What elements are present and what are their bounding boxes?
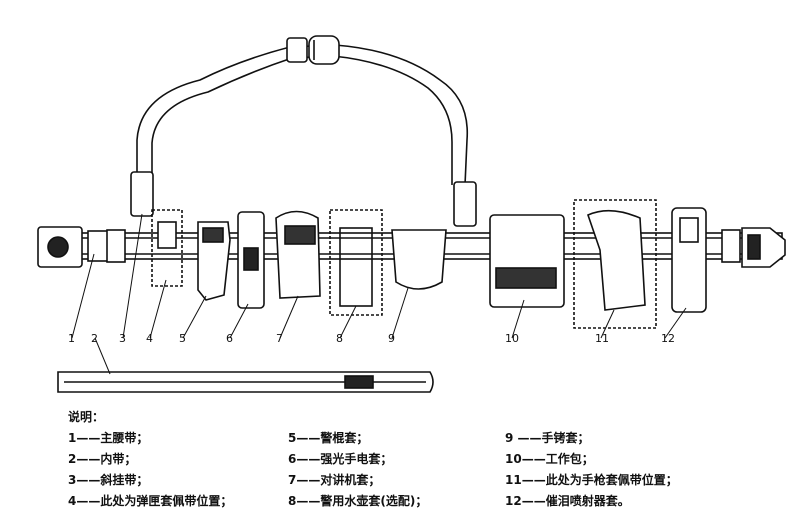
- legend-column-3: 9 ——手铐套； 10——工作包； 11——此处为手枪套佩带位置； 12——催泪…: [505, 428, 678, 512]
- callout-11: 11: [595, 332, 609, 345]
- strap-clip-right: [453, 181, 477, 227]
- radio-holder: [275, 210, 321, 299]
- strap-buckle-right: [308, 35, 340, 65]
- legend-item: 3——斜挂带；: [68, 473, 149, 487]
- legend-item: 1——主腰带；: [68, 431, 149, 445]
- callout-6: 6: [226, 332, 233, 345]
- magazine-position: [151, 209, 183, 287]
- callout-9: 9: [388, 332, 395, 345]
- callout-2: 2: [91, 332, 98, 345]
- strap-buckle-left: [286, 37, 308, 63]
- legend-title: 说明：: [68, 410, 105, 424]
- legend-column-2: 5——警棍套； 6——强光手电套； 7——对讲机套； 8——警用水壶套(选配)；: [288, 428, 427, 512]
- legend-item: 4——此处为弹匣套佩带位置；: [68, 494, 233, 508]
- callout-5: 5: [179, 332, 186, 345]
- legend-item: 10——工作包；: [505, 452, 594, 466]
- callout-3: 3: [119, 332, 126, 345]
- belt-diagram: 1 2 3 4 5 6 7 8 9 10 11 12: [37, 35, 786, 393]
- legend-item: 2——内带；: [68, 452, 137, 466]
- callout-4: 4: [146, 332, 153, 345]
- callout-1: 1: [68, 332, 75, 345]
- work-bag: [489, 214, 565, 308]
- legend-item: 11——此处为手枪套佩带位置；: [505, 473, 678, 487]
- legend-item: 7——对讲机套；: [288, 473, 381, 487]
- legend-column-1: 1——主腰带； 2——内带； 3——斜挂带； 4——此处为弹匣套佩带位置；: [68, 428, 232, 512]
- callout-12: 12: [661, 332, 675, 345]
- callout-10: 10: [505, 332, 519, 345]
- handcuff-case: [391, 229, 447, 290]
- legend-item: 5——警棍套；: [288, 431, 369, 445]
- legend-item: 8——警用水壶套(选配)；: [288, 494, 428, 508]
- legend-item: 9 ——手铐套；: [505, 431, 590, 445]
- callout-8: 8: [336, 332, 343, 345]
- pepper-spray-holder: [671, 207, 707, 313]
- shoulder-strap-inner: [151, 55, 453, 185]
- legend-item: 12——催泪喷射器套。: [505, 494, 630, 508]
- holster-position: [573, 199, 657, 329]
- water-bottle-position: [329, 209, 383, 316]
- strap-clip-left: [130, 171, 154, 217]
- callout-7: 7: [276, 332, 283, 345]
- shoulder-strap: [136, 44, 469, 186]
- legend: 说明： 1——主腰带； 2——内带； 3——斜挂带； 4——此处为弹匣套佩带位置…: [0, 404, 800, 531]
- legend-item: 6——强光手电套；: [288, 452, 393, 466]
